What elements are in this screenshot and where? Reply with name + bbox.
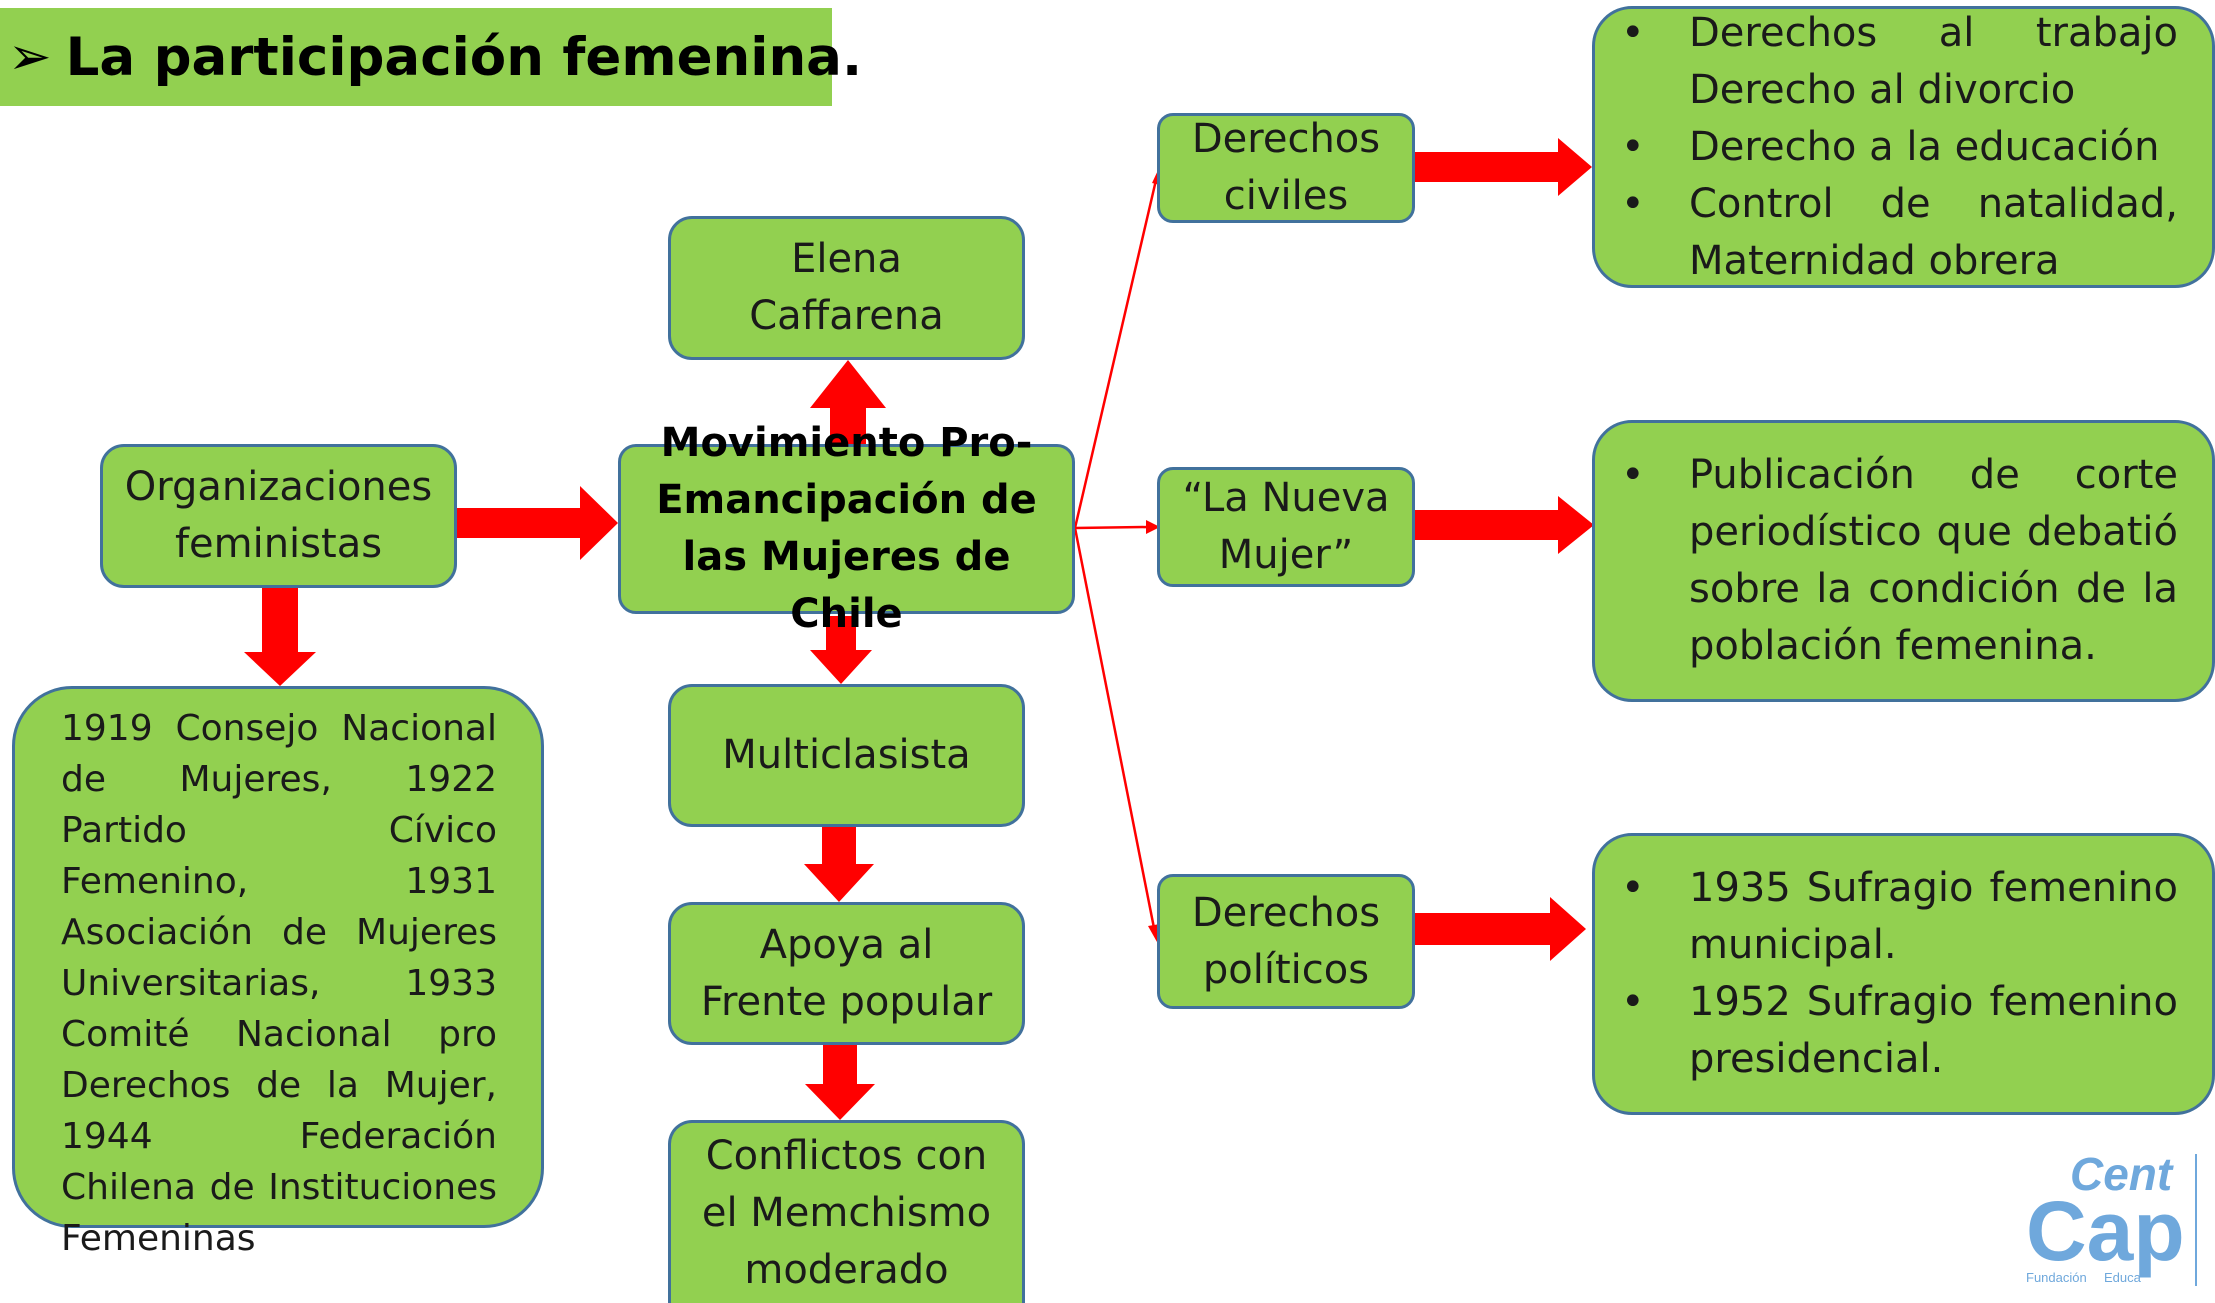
arrow-civiles-to-list (1414, 138, 1592, 196)
derechos-civiles-line2: civiles (1223, 173, 1349, 219)
arrow-movimiento-to-elena (810, 360, 886, 446)
node-organizaciones-list: 1919 Consejo Nacional de Mujeres, 1922 P… (12, 686, 544, 1259)
line-to-derechos-civiles (1073, 179, 1158, 529)
arrow-organizaciones-to-movimiento (455, 486, 618, 560)
centcap-logo: Cent Cap Fundación Educa (2020, 1148, 2215, 1290)
multiclasista-label: Multiclasista (722, 732, 971, 778)
elena-line2: Caffarena (749, 293, 944, 339)
arrow-nueva-mujer-to-list (1414, 496, 1594, 554)
elena-line1: Elena (791, 236, 902, 282)
organizaciones-line1: Organizaciones (124, 464, 433, 510)
movimiento-line2: Emancipación de (656, 477, 1037, 523)
title-bar: ➢ La participación femenina. (0, 8, 862, 106)
node-elena-caffarena: Elena Caffarena (668, 216, 1025, 360)
politicos-item-1: 1935 Sufragio femenino municipal. (1595, 860, 2178, 974)
node-derechos-politicos: Derechos políticos (1157, 874, 1415, 1009)
node-movimiento: Movimiento Pro- Emancipación de las Muje… (618, 420, 1075, 637)
nueva-mujer-line1: “La Nueva (1182, 475, 1390, 521)
arrow-bullet-icon: ➢ (8, 27, 52, 87)
nueva-mujer-line2: Mujer” (1218, 532, 1354, 578)
node-politicos-list: 1935 Sufragio femenino municipal. 1952 S… (1592, 833, 2215, 1115)
node-nueva-mujer-list: Publicación de corte periodístico que de… (1592, 420, 2215, 702)
logo-small2: Educa (2104, 1270, 2142, 1285)
derechos-civiles-line1: Derechos (1191, 116, 1381, 162)
civiles-item-1: Derechos al trabajo Derecho al divorcio (1595, 5, 2178, 119)
arrow-multiclasista-to-apoya (804, 827, 874, 902)
arrow-organizaciones-down (244, 588, 316, 686)
line-to-nueva-mujer (1074, 525, 1149, 530)
derechos-politicos-line2: políticos (1202, 946, 1370, 993)
arrowhead-nueva-mujer (1146, 520, 1160, 534)
nueva-mujer-item-1: Publicación de corte periodístico que de… (1595, 447, 2178, 675)
node-la-nueva-mujer: “La Nueva Mujer” (1157, 467, 1415, 587)
apoya-line1: Apoya al (759, 921, 934, 968)
organizaciones-list-text: 1919 Consejo Nacional de Mujeres, 1922 P… (61, 708, 497, 1259)
conflictos-line1: Conflictos con (705, 1132, 988, 1179)
logo-line1: Cent (2070, 1150, 2174, 1200)
logo-line2: Cap (2026, 1184, 2185, 1278)
node-civiles-list: Derechos al trabajo Derecho al divorcio … (1592, 5, 2215, 290)
apoya-line2: Frente popular (700, 978, 993, 1025)
movimiento-line3: las Mujeres de Chile (682, 534, 1011, 637)
movimiento-line1: Movimiento Pro- (660, 420, 1033, 466)
logo-small1: Fundación (2026, 1270, 2087, 1285)
node-conflictos: Conflictos con el Memchismo moderado (668, 1120, 1025, 1303)
arrow-politicos-to-list (1414, 897, 1586, 961)
conflictos-line3: moderado (744, 1246, 949, 1293)
civiles-item-3: Control de natalidad, Maternidad obrera (1595, 176, 2178, 290)
node-multiclasista: Multiclasista (668, 684, 1025, 827)
derechos-politicos-line1: Derechos (1191, 889, 1381, 936)
politicos-item-2: 1952 Sufragio femenino presidencial. (1595, 974, 2178, 1088)
line-to-derechos-politicos (1073, 527, 1156, 929)
node-organizaciones-feministas: Organizaciones feministas (100, 444, 457, 588)
organizaciones-line2: feministas (174, 521, 383, 567)
conflictos-line2: el Memchismo (701, 1189, 992, 1236)
arrow-movimiento-to-multiclasista (810, 616, 872, 684)
node-derechos-civiles: Derechos civiles (1157, 113, 1415, 223)
civiles-item-2: Derecho a la educación (1595, 119, 2178, 176)
page-title: La participación femenina. (65, 26, 863, 88)
node-apoya-frente-popular: Apoya al Frente popular (668, 902, 1025, 1045)
arrow-apoya-to-conflictos (805, 1043, 875, 1120)
